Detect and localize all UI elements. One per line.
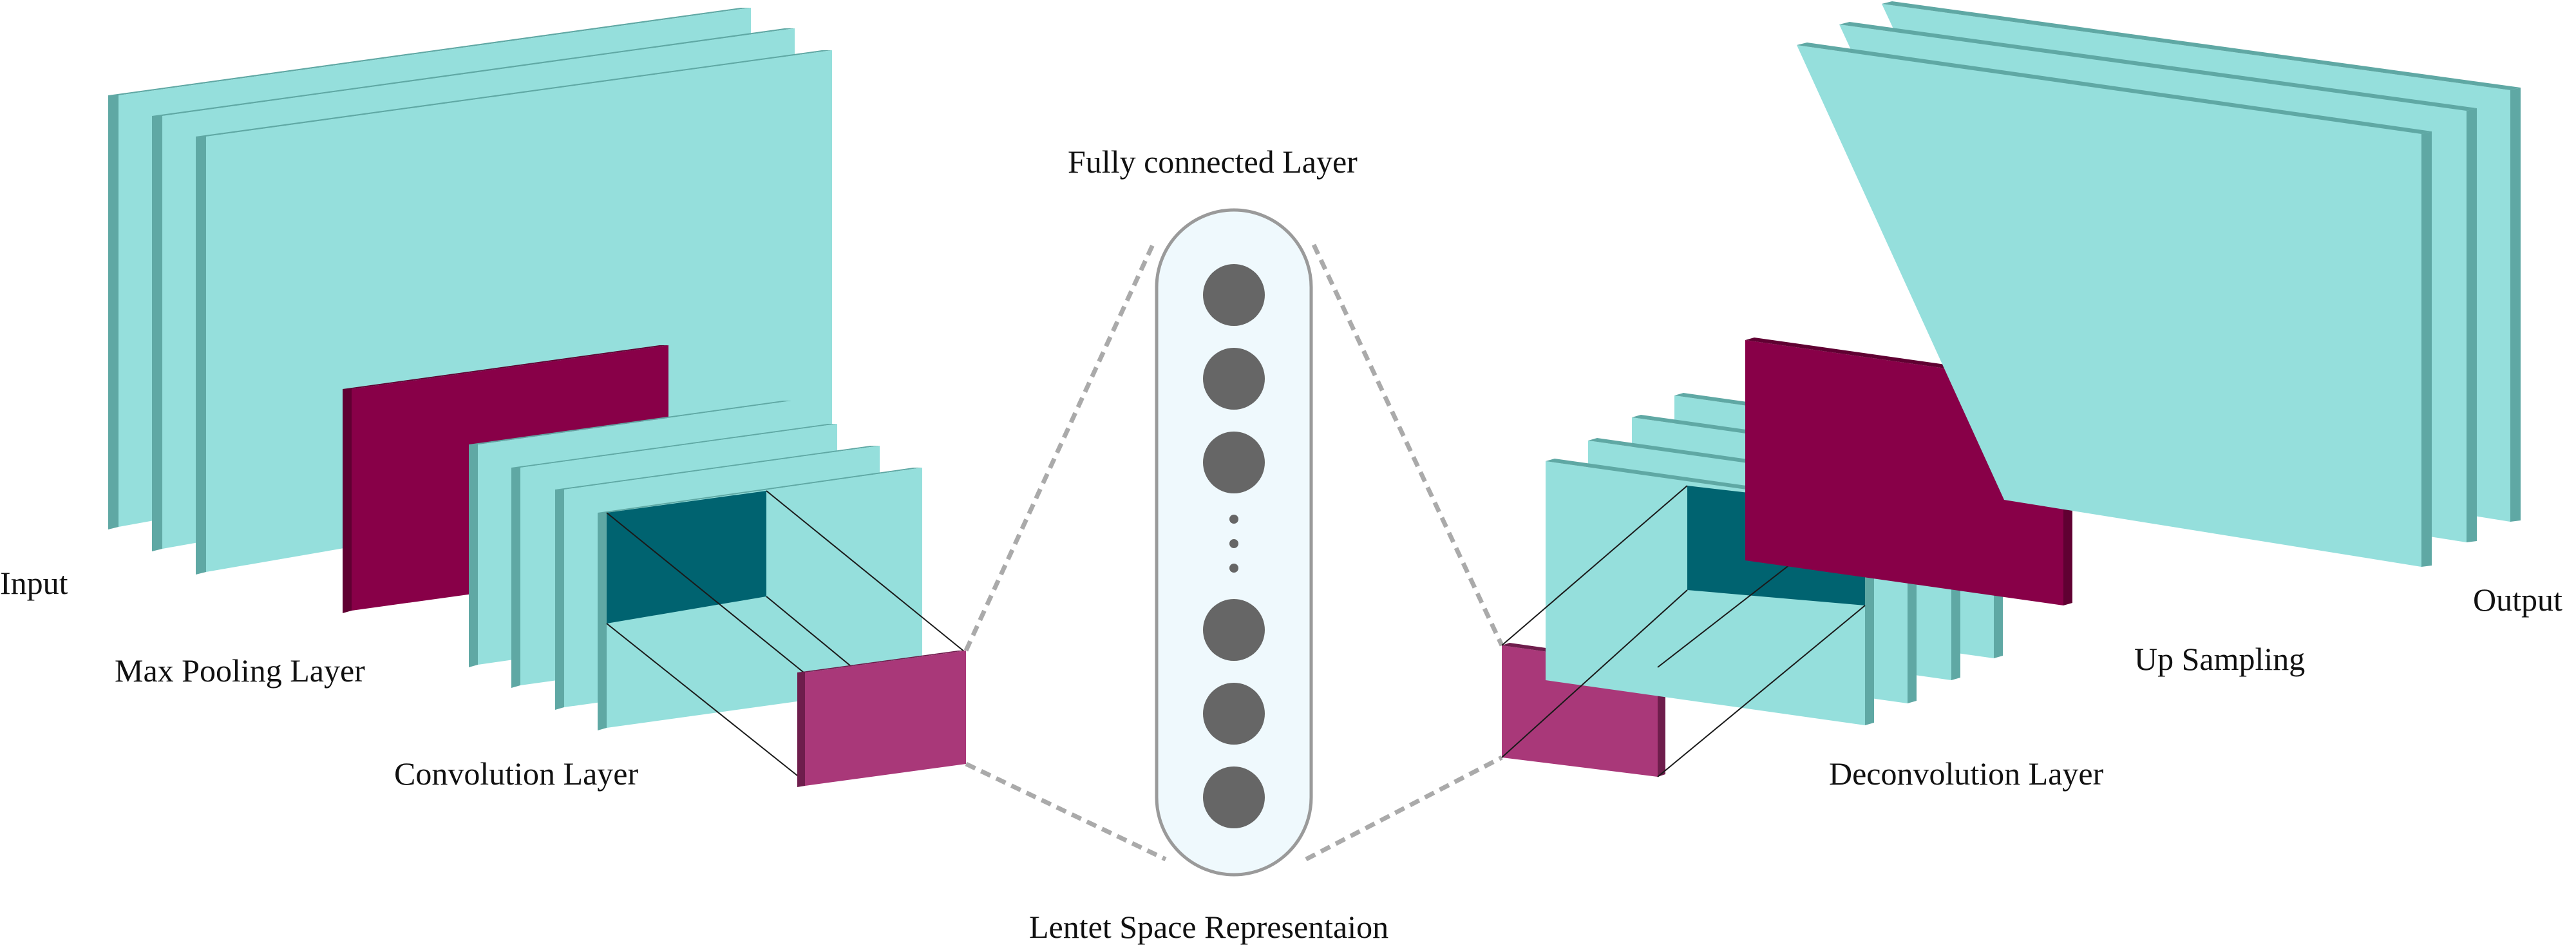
output-slab-2-side [2467, 108, 2477, 542]
fc-connector-lines [963, 243, 1504, 862]
fc-ellipsis-dot [1229, 539, 1238, 548]
fc-neuron [1203, 348, 1265, 410]
fc-neuron [1203, 683, 1265, 745]
conv-slab-3-side [555, 490, 564, 710]
conv-slab-4-side [598, 513, 607, 730]
latent-space-label: Lentet Space Representaion [1029, 909, 1388, 945]
encoder-feature-map [797, 651, 966, 787]
fc-connector-left-top [963, 243, 1155, 652]
output-slab-2-top [1839, 22, 2477, 111]
input-slab-1-side [108, 95, 118, 529]
conv-projection-line-1 [606, 512, 804, 673]
conv-slab-1-side [469, 444, 478, 667]
deconv-projection-line-1 [1501, 485, 1688, 646]
encoder-feature-face [805, 651, 966, 786]
output-slab-1-top [1882, 1, 2521, 90]
fc-connector-left-bottom [965, 761, 1167, 862]
input-slab-1-top [108, 8, 751, 95]
input-slab-3-top [196, 50, 832, 137]
input-slab-3-side [196, 137, 206, 575]
encoder-feature-top [797, 651, 966, 672]
output-label: Output [2473, 582, 2562, 618]
fc-neuron [1203, 599, 1265, 661]
fully-connected-layer [1155, 208, 1313, 877]
conv-slab-4-top [598, 468, 922, 513]
deconv-projection-line-4 [1501, 589, 1688, 758]
max-pooling-top [343, 345, 668, 389]
conv-kernel-window [607, 491, 766, 624]
fc-ellipsis-dot [1229, 564, 1238, 573]
conv-projection-line-4 [606, 623, 804, 781]
max-pooling-side [343, 389, 352, 613]
conv-slab-3-top [555, 446, 880, 490]
fc-neurons [1203, 264, 1265, 828]
fc-connector-right-top [1311, 243, 1504, 647]
fully-connected-label: Fully connected Layer [1068, 144, 1358, 180]
max-pooling-label: Max Pooling Layer [115, 652, 365, 689]
output-slab-3 [1797, 45, 2421, 567]
output-slab-3-top [1797, 43, 2432, 134]
deconvolution-label: Deconvolution Layer [1829, 756, 2104, 792]
fc-neuron [1203, 264, 1265, 326]
encoder-feature-side [797, 672, 805, 787]
conv-projection-line-2 [766, 490, 965, 652]
output-layer-stack [1797, 1, 2521, 567]
input-slab-2-top [152, 28, 795, 116]
output-slab-1-side [2510, 88, 2521, 522]
conv-slab-1-top [469, 401, 792, 444]
up-sampling-label: Up Sampling [2134, 641, 2305, 677]
input-slab-2-side [152, 116, 162, 551]
convolution-label: Convolution Layer [394, 756, 638, 792]
conv-slab-2-side [511, 468, 520, 688]
conv-slab-2-top [511, 424, 837, 468]
fc-neuron [1203, 766, 1265, 828]
fc-connector-right-bottom [1305, 755, 1503, 862]
fc-ellipsis-dot [1229, 515, 1238, 524]
deconv-projection-line-3 [1657, 605, 1866, 777]
input-label: Input [0, 565, 68, 601]
fc-neuron [1203, 432, 1265, 493]
output-slab-3-side [2421, 131, 2432, 567]
